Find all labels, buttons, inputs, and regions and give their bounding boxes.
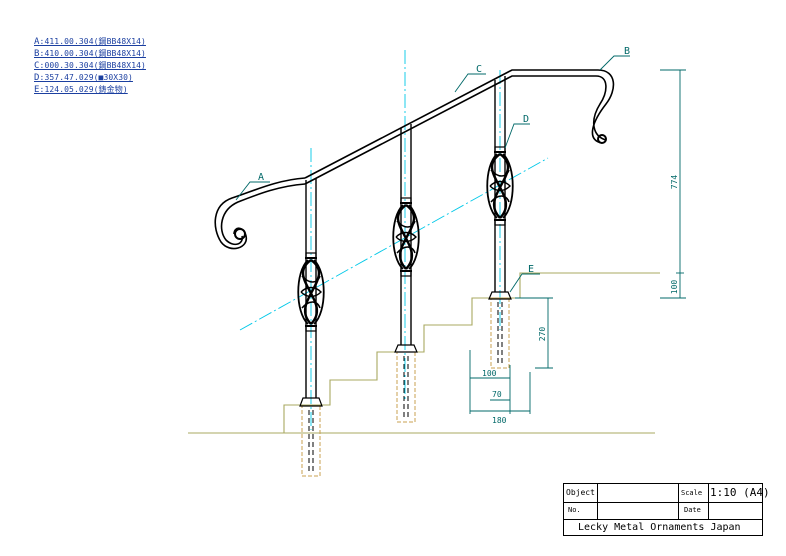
no-value-cell <box>598 503 679 520</box>
leader-lines <box>235 55 630 293</box>
dim-base-100: 100 <box>482 369 497 378</box>
legend-item-c: C:000.30.304(鋼BB48X14) <box>34 61 146 71</box>
title-block: Object No. Scale 1:10 (A4) Date Lecky Me… <box>563 483 770 536</box>
dim-base-70: 70 <box>492 390 502 399</box>
date-value-cell <box>709 503 763 520</box>
dim-depth: 270 <box>538 327 547 342</box>
callout-a: A <box>258 172 264 183</box>
floor-and-steps <box>188 272 660 434</box>
scale-value: 1:10 (A4) <box>710 486 770 499</box>
callout-d: D <box>523 114 529 125</box>
post-feet <box>299 291 512 407</box>
parts-legend: A:411.00.304(鋼BB48X14) B:410.00.304(鋼BB4… <box>34 36 146 96</box>
scale-value-cell <box>709 484 763 503</box>
company-name: Lecky Metal Ornaments Japan <box>578 522 741 533</box>
scale-label: Scale <box>681 489 703 497</box>
callout-b: B <box>624 46 630 57</box>
legend-item-b: B:410.00.304(鋼BB48X14) <box>34 49 146 59</box>
dimension-lines <box>469 69 686 414</box>
scale-label-cell <box>679 484 709 503</box>
dim-base-180: 180 <box>492 416 507 425</box>
no-label: No. <box>568 506 581 514</box>
dim-total-height: 774 <box>670 175 679 190</box>
date-label-cell <box>679 503 709 520</box>
legend-item-e: E:124.05.029(鋳金物) <box>34 85 128 95</box>
callout-c: C <box>476 64 482 75</box>
handrail <box>214 69 615 250</box>
basket-ornament-2 <box>392 196 420 278</box>
balusters <box>305 76 506 398</box>
object-label-cell <box>564 484 598 503</box>
legend-item-a: A:411.00.304(鋼BB48X14) <box>34 37 146 47</box>
post-foundations <box>301 297 510 477</box>
callout-e: E <box>528 264 534 275</box>
no-label-cell <box>564 503 598 520</box>
legend-item-d: D:357.47.029(■30X30) <box>34 73 133 83</box>
date-label: Date <box>684 506 701 514</box>
post-anchors <box>308 302 503 472</box>
dim-step-height: 100 <box>670 280 679 295</box>
object-label: Object <box>566 488 595 497</box>
object-cell <box>564 484 679 503</box>
